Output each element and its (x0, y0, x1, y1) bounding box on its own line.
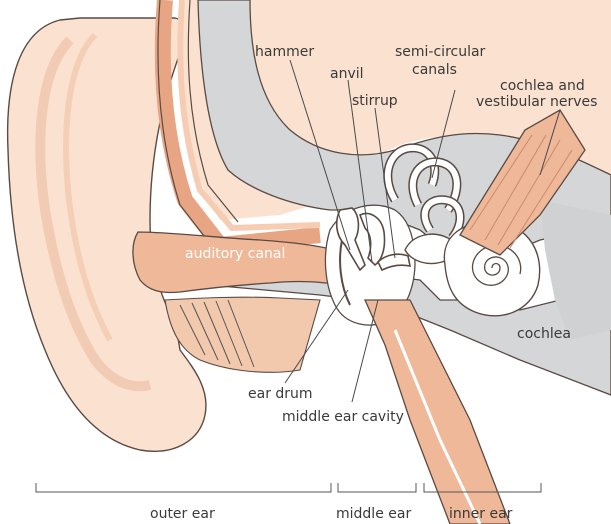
bracket-middle-ear (338, 483, 416, 492)
label-cochlea: cochlea (517, 326, 571, 342)
label-outer-ear: outer ear (150, 506, 215, 522)
label-inner-ear: inner ear (449, 506, 513, 522)
label-middle-ear: middle ear (336, 506, 411, 522)
label-middle-ear-cavity: middle ear cavity (282, 409, 404, 425)
bracket-outer-ear (36, 483, 331, 492)
label-ear-drum: ear drum (248, 386, 313, 402)
label-stirrup: stirrup (352, 93, 398, 109)
label-nerves-2: vestibular nerves (476, 94, 597, 110)
label-auditory-canal: auditory canal (185, 246, 285, 262)
label-nerves-1: cochlea and (500, 78, 585, 94)
label-semicircular-1: semi-circular (395, 44, 486, 60)
label-anvil: anvil (330, 66, 364, 82)
label-semicircular-2: canals (412, 62, 457, 78)
label-hammer: hammer (255, 44, 314, 60)
